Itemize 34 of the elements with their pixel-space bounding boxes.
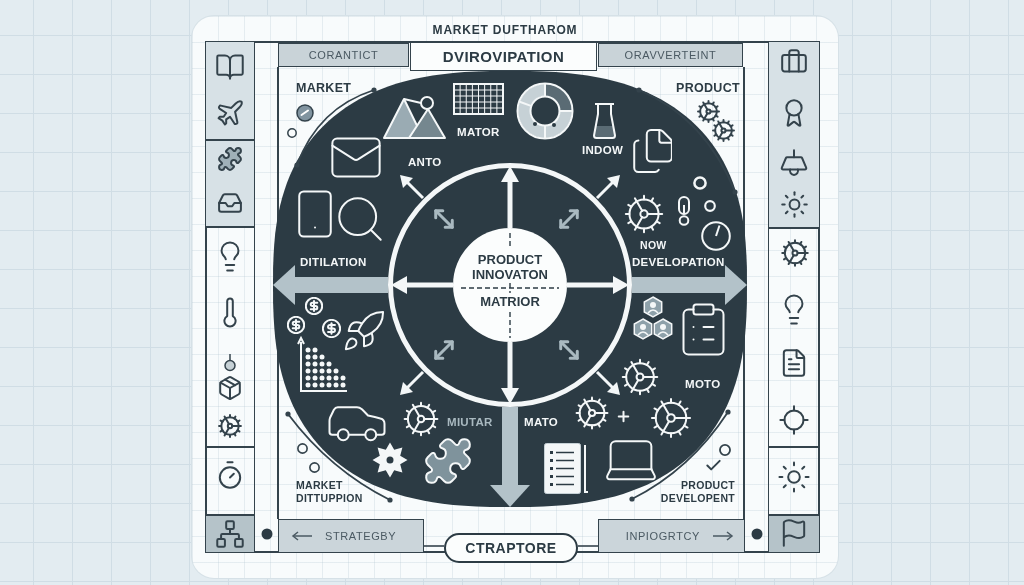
area-label: INDOW	[582, 144, 624, 157]
arrow	[632, 265, 747, 305]
section-label: MARKET DITTUPPION	[296, 479, 363, 505]
section-label: PRODUCT DEVELOPENT	[660, 479, 735, 505]
arrow	[567, 276, 629, 294]
circle-heading: PRODUCT INNOVATON	[472, 252, 548, 282]
area-label: ANTO	[408, 156, 442, 169]
area-label: MIUTAR	[447, 416, 493, 429]
arrow	[391, 276, 453, 294]
circle-subheading: MATRIOR	[480, 294, 540, 309]
rounded-pill: CTRAPTORE	[444, 533, 578, 563]
bar-label: INPIOGRTCY	[625, 530, 700, 542]
connector-line	[423, 545, 445, 547]
section-label: PRODUCT	[676, 81, 740, 96]
connector-line	[577, 545, 599, 547]
header-bar: CORANTICT	[278, 43, 409, 67]
dark-rounded-panel	[273, 71, 747, 507]
diagram-title: MARKET DUFTHAROM	[432, 23, 578, 37]
area-label: NOW	[640, 239, 667, 252]
area-label: MOTO	[685, 378, 721, 391]
title-box: DVIROVIPATION	[410, 42, 597, 71]
area-label: DEVELOPATION	[632, 256, 725, 269]
arrow	[501, 166, 519, 228]
area-label: MATOR	[457, 126, 500, 139]
footer-bar	[598, 519, 745, 553]
arrow	[273, 265, 388, 305]
section-label: MARKET	[296, 81, 352, 96]
bar-label: STRATEGBY	[325, 530, 397, 542]
arrow	[501, 342, 519, 404]
header-bar: ORAVVERTEINT	[598, 43, 743, 67]
arrow	[490, 407, 530, 507]
area-label: DITILATION	[300, 256, 367, 269]
footer-bar	[278, 519, 424, 553]
area-label: MATO	[524, 416, 558, 429]
